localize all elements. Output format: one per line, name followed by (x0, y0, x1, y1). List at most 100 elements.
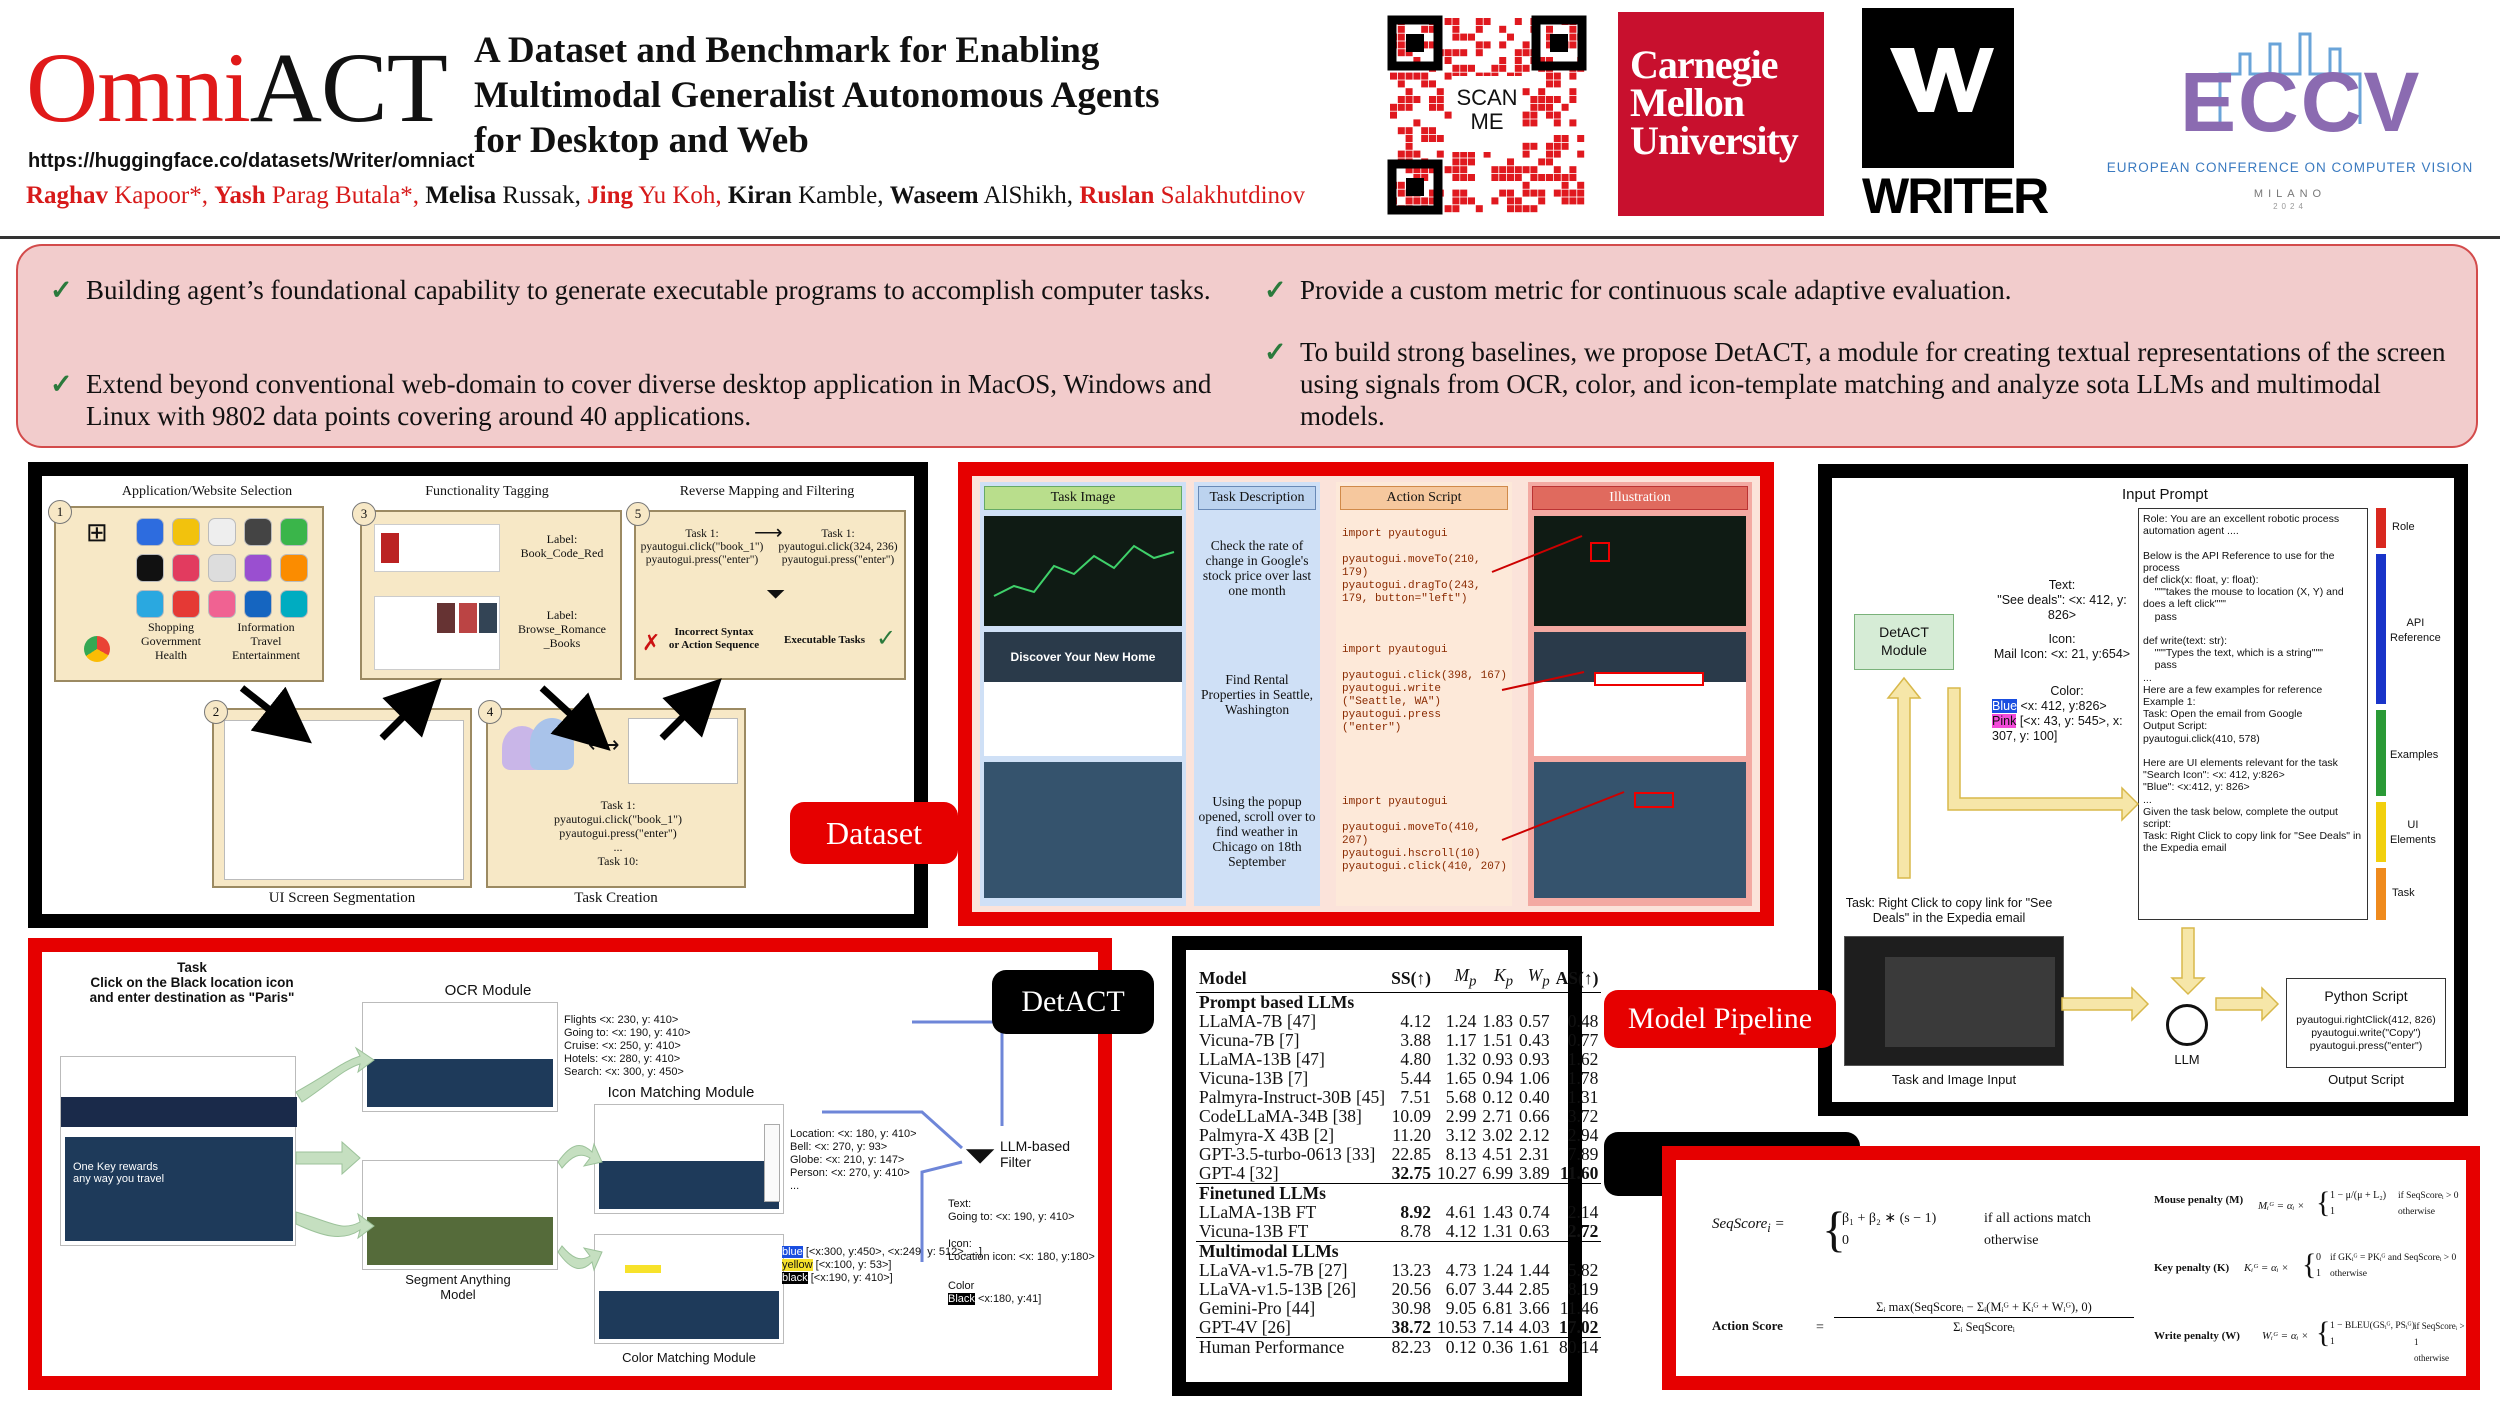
check-icon: ✓ (1264, 337, 1287, 367)
section-row: Prompt based LLMs (1196, 992, 1601, 1012)
qr-module (1553, 111, 1561, 119)
model-pipeline-tag: Model Pipeline (1604, 990, 1836, 1048)
qr-module (1429, 41, 1436, 49)
qr-module (1499, 41, 1507, 49)
col-header-kp: Kp (1494, 965, 1514, 990)
blue-value: <x: 412, y:826> (2020, 699, 2107, 713)
table-cell: 0.93 (1482, 1048, 1514, 1069)
qr-module (1522, 150, 1530, 158)
qr-code[interactable]: SCAN ME (1386, 14, 1588, 216)
table-cell: LLaMA-7B [47] (1199, 1010, 1317, 1031)
task-desc-3: Using the popup opened, scroll over to f… (1198, 794, 1316, 869)
qr-module (1569, 197, 1577, 205)
detact-task-text: Task Click on the Black location icon an… (89, 960, 295, 1005)
caption-ui-segmentation: UI Screen Segmentation (268, 890, 416, 906)
qr-module (1444, 205, 1452, 213)
qr-module (1569, 41, 1577, 49)
col-header-ss: SS(↑) (1391, 968, 1432, 989)
author-rest: AlShikh, (978, 182, 1080, 209)
yellow-color-tag: yellow (782, 1259, 813, 1271)
qr-module (1553, 142, 1561, 150)
qr-module (1421, 166, 1429, 174)
contributions-banner: ✓Building agent’s foundational capabilit… (16, 244, 2478, 448)
table-cell: 6.99 (1482, 1162, 1514, 1183)
table-cell: 22.85 (1391, 1143, 1432, 1164)
author-name: Waseem (889, 182, 979, 209)
author-rest: Russak, (496, 182, 588, 209)
pipeline-arrows (1886, 676, 2280, 1022)
qr-module (1546, 142, 1553, 150)
qr-module (1553, 96, 1561, 103)
qr-module (1546, 33, 1553, 41)
qr-module (1444, 49, 1452, 57)
step-number-3: 3 (352, 502, 376, 526)
dataset-tag: Dataset (790, 802, 958, 864)
blue-color-value: [<x:300, y:450>, <x:249, y: 512>, ...] (805, 1246, 982, 1258)
task-description-column: Task Description Check the rate of chang… (1194, 482, 1320, 906)
dataset-url[interactable]: https://huggingface.co/datasets/Writer/o… (28, 150, 475, 172)
author-name: Melisa (425, 182, 497, 209)
qr-module (1546, 111, 1553, 119)
qr-module (1444, 166, 1452, 174)
qr-module (1460, 197, 1468, 205)
qr-module (1468, 33, 1475, 41)
table-cell: 0.36 (1479, 1336, 1517, 1357)
icon-templates-strip (764, 1124, 780, 1202)
sam-screenshot (362, 1160, 558, 1270)
task-image-column: Task Image Discover Your New Home (980, 482, 1186, 906)
app-icon (244, 554, 272, 582)
qr-module (1546, 158, 1553, 166)
brace-icon: { (2316, 1316, 2331, 1349)
table-cell: 0.40 (1519, 1086, 1550, 1107)
python-script-title: Python Script (2324, 988, 2408, 1004)
label-browse-romance: Label: Browse_Romance _Books (518, 608, 606, 650)
qr-module (1514, 49, 1522, 57)
table-cell: 13.23 (1391, 1259, 1432, 1280)
table-cell: 1.06 (1519, 1067, 1550, 1088)
qr-module (1452, 25, 1460, 33)
table-cell: 1.51 (1482, 1029, 1514, 1050)
table-cell: 0.77 (1567, 1029, 1599, 1050)
qr-module (1553, 174, 1561, 181)
qr-module (1421, 41, 1429, 49)
qr-module (1522, 49, 1530, 57)
qr-module (1421, 80, 1429, 88)
qr-module (1569, 88, 1577, 96)
stock-chart-thumb (984, 516, 1182, 626)
qr-module (1460, 158, 1468, 166)
qr-module (1499, 64, 1507, 72)
qr-module (1530, 142, 1538, 150)
seqscore-conditions: if all actions match otherwise (1984, 1211, 2091, 1248)
author-list: Raghav Kapoor*, Yash Parag Butala*, Meli… (26, 182, 1305, 210)
qr-module (1553, 119, 1561, 127)
qr-module (1413, 174, 1421, 181)
filter-icon: ⏷ (766, 582, 786, 608)
blue-swatch: Blue (1992, 699, 2018, 713)
qr-module (1452, 33, 1460, 41)
table-cell: 10.09 (1391, 1105, 1432, 1126)
qr-module (1514, 57, 1522, 64)
qr-module (1452, 158, 1460, 166)
table-cell: 10.53 (1437, 1316, 1477, 1337)
detact-panel: Task Click on the Black location icon an… (28, 938, 1112, 1390)
executable-tasks-label: Executable Tasks (784, 634, 865, 646)
qr-module (1522, 119, 1530, 127)
app-icon (136, 590, 164, 618)
qr-module (1405, 135, 1413, 142)
qr-module (1530, 205, 1538, 213)
browse-books-thumb (374, 596, 500, 670)
app-icon (136, 554, 164, 582)
table-cell: 38.72 (1391, 1316, 1432, 1337)
qr-module (1499, 25, 1507, 33)
table-cell: 8.78 (1400, 1220, 1432, 1241)
table-cell: 5.68 (1445, 1086, 1477, 1107)
app-icon (208, 518, 236, 546)
app-icon-grid (136, 518, 316, 618)
